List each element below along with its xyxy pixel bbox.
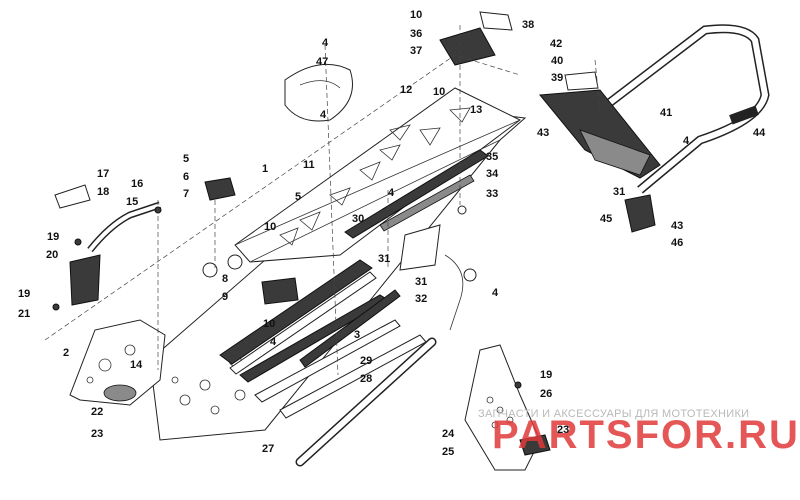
callout-label: 26 [540, 388, 552, 400]
callout-label: 10 [263, 318, 275, 330]
callout-label: 14 [130, 359, 143, 371]
callout-label: 4 [270, 336, 277, 348]
callout-label: 1 [262, 163, 268, 175]
callout-label: 12 [400, 84, 412, 96]
callout-label: 22 [91, 406, 103, 418]
callout-label: 37 [410, 45, 422, 57]
front-panel-part [69, 319, 166, 406]
callout-label: 19 [18, 288, 30, 300]
reflector [624, 194, 656, 233]
callout-label: 27 [262, 443, 274, 455]
rear-bumper [597, 24, 770, 194]
callout-label: 28 [360, 373, 372, 385]
callout-label: 10 [264, 221, 276, 233]
callout-label: 4 [388, 187, 395, 199]
callout-label: 31 [378, 253, 390, 265]
callout-label: 23 [557, 424, 569, 436]
callout-label: 2 [63, 347, 69, 359]
callout-label: 10 [410, 9, 422, 21]
callout-label: 19 [47, 231, 59, 243]
callout-label: 3 [354, 329, 360, 341]
callout-label: 5 [183, 153, 189, 165]
callout-label: 29 [360, 355, 372, 367]
callout-label: 39 [551, 72, 563, 84]
callout-label: 19 [540, 369, 552, 381]
callout-label: 25 [442, 446, 454, 458]
callout-label: 43 [671, 220, 683, 232]
watermark: ЗАПЧАСТИ И АКСЕССУАРЫ ДЛЯ МОТОТЕХНИКИ PA… [478, 408, 800, 457]
callout-label: 8 [222, 273, 228, 285]
callout-label: 36 [410, 28, 422, 40]
callout-label: 33 [486, 188, 498, 200]
seat-pad [284, 63, 353, 122]
callout-label: 4 [320, 109, 327, 121]
callout-label: 42 [550, 38, 562, 50]
callout-label: 41 [660, 107, 672, 119]
callout-label: 4 [492, 287, 499, 299]
callout-label: 30 [352, 213, 364, 225]
callout-label: 32 [415, 293, 427, 305]
callout-label: 13 [470, 104, 482, 116]
callout-label: 16 [131, 178, 143, 190]
callout-label: 45 [600, 213, 612, 225]
callout-label: 34 [486, 168, 499, 180]
hardware [52, 177, 522, 402]
slide-rails [239, 289, 437, 467]
callout-label: 17 [97, 168, 109, 180]
callout-label: 15 [126, 196, 138, 208]
callout-label: 47 [316, 56, 328, 68]
callout-label: 7 [183, 188, 189, 200]
rear-bracket-top [439, 11, 513, 66]
callout-label: 20 [46, 249, 58, 261]
callout-labels: 1234444445567891010101011121314151617181… [18, 9, 766, 458]
callout-label: 4 [322, 37, 329, 49]
callout-label: 4 [683, 135, 690, 147]
callout-label: 38 [522, 19, 534, 31]
callout-label: 31 [415, 276, 427, 288]
callout-label: 21 [18, 308, 30, 320]
grab-handle [54, 184, 162, 306]
watermark-caption: ЗАПЧАСТИ И АКСЕССУАРЫ ДЛЯ МОТОТЕХНИКИ [478, 408, 749, 420]
heat-exchanger [219, 149, 489, 375]
callout-label: 46 [671, 237, 683, 249]
callout-label: 43 [537, 127, 549, 139]
callout-label: 18 [97, 186, 109, 198]
callout-label: 23 [91, 428, 103, 440]
footrest [464, 344, 551, 471]
callout-label: 31 [613, 186, 625, 198]
callout-label: 24 [442, 428, 455, 440]
centerlines [44, 25, 601, 376]
callout-label: 10 [433, 86, 445, 98]
callout-label: 9 [222, 291, 228, 303]
watermark-brand: PARTSFOR.RU [492, 413, 800, 457]
callout-label: 6 [183, 171, 189, 183]
callout-label: 11 [303, 159, 315, 171]
snow-flap [539, 71, 661, 179]
callout-label: 5 [295, 191, 301, 203]
side-bracket [399, 224, 464, 331]
callout-label: 40 [551, 55, 563, 67]
callout-label: 44 [753, 127, 766, 139]
callout-label: 35 [486, 151, 498, 163]
